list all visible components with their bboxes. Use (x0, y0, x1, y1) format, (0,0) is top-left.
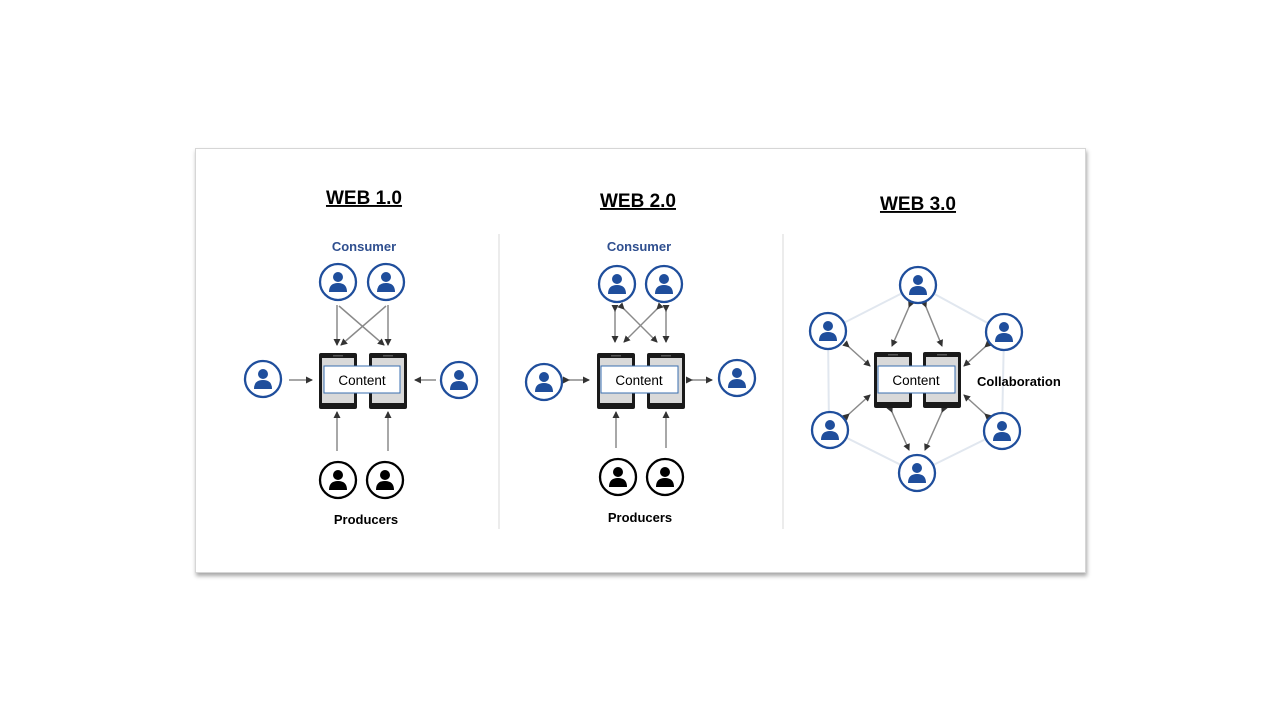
content-label: Content (615, 373, 663, 388)
producer-icon (598, 457, 638, 497)
content-label: Content (338, 373, 386, 388)
user-icon (808, 311, 848, 351)
producer-icon (365, 460, 405, 500)
producer-label: Producers (334, 512, 398, 527)
diagram-card: WEB 1.0 Consumer Producers Content (195, 148, 1086, 573)
user-icon (898, 265, 938, 305)
user-icon (897, 453, 937, 493)
producer-icon (318, 460, 358, 500)
user-icon (644, 264, 684, 304)
panel-web1: WEB 1.0 Consumer Producers Content (243, 188, 479, 527)
user-icon (439, 360, 479, 400)
web-evolution-diagram: WEB 1.0 Consumer Producers Content (243, 188, 1061, 529)
user-icon (984, 312, 1024, 352)
user-icon (597, 264, 637, 304)
arrows (842, 300, 992, 451)
user-icon (524, 362, 564, 402)
consumer-label: Consumer (607, 239, 671, 254)
panel-title: WEB 2.0 (600, 191, 676, 212)
content-box (877, 365, 956, 394)
panel-web3: WEB 3.0 Content Collaboration (808, 194, 1061, 493)
user-icon (366, 262, 406, 302)
content-label: Content (892, 373, 940, 388)
panel-title: WEB 1.0 (326, 188, 402, 209)
producer-icon (645, 457, 685, 497)
producer-label: Producers (608, 510, 672, 525)
user-icon (243, 359, 283, 399)
user-icon (318, 262, 358, 302)
panel-title: WEB 3.0 (880, 194, 956, 215)
user-icon (982, 411, 1022, 451)
user-icon (717, 358, 757, 398)
user-icon (810, 410, 850, 450)
arrows (563, 302, 713, 448)
arrows (289, 305, 436, 451)
content-box (600, 365, 679, 394)
consumer-label: Consumer (332, 239, 396, 254)
content-box (323, 365, 401, 394)
panel-web2: WEB 2.0 Consumer Producers Content (524, 191, 757, 525)
collaboration-label: Collaboration (977, 374, 1061, 389)
